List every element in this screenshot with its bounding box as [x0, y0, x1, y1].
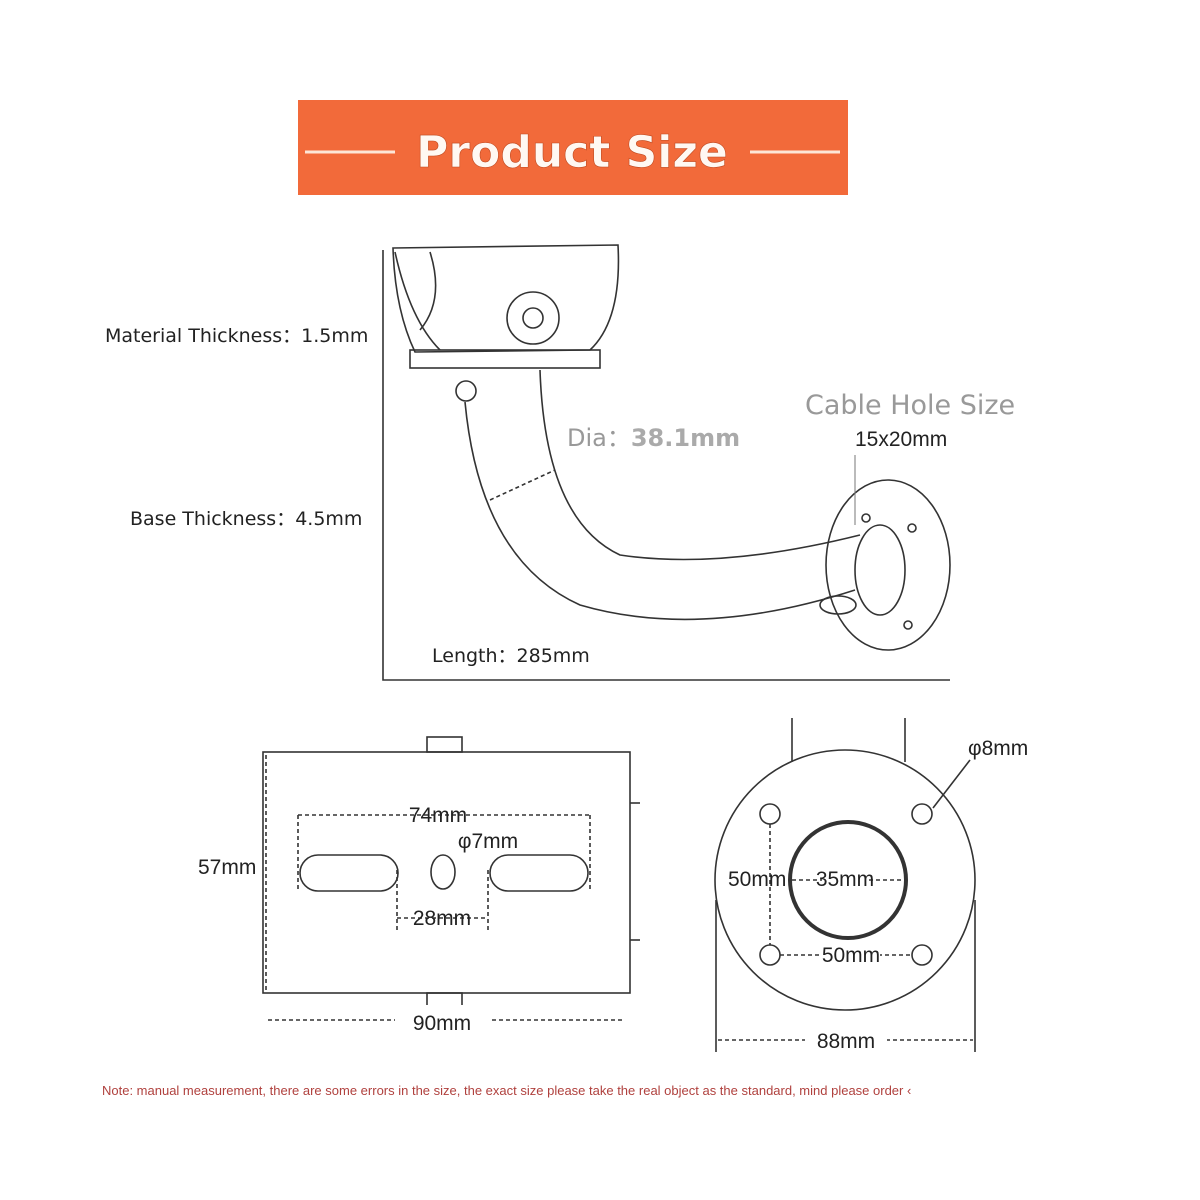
flange-collar [854, 524, 906, 616]
slot-gap-label: 28mm [413, 907, 471, 930]
mounting-slot-left [299, 854, 399, 892]
diameter-arrow [489, 469, 556, 501]
center-hole [430, 854, 456, 890]
flange-hole-icon [759, 944, 781, 966]
flange-hole-icon [903, 620, 913, 630]
screw-plate [506, 291, 560, 345]
hole-leader [932, 759, 971, 809]
head-base [409, 349, 601, 369]
arm-outer-curve [464, 401, 856, 621]
cable-hole-title: Cable Hole Size [805, 390, 1015, 421]
flange-hole-icon [861, 513, 871, 523]
flange-hole-icon [759, 803, 781, 825]
flange-diameter-label: 88mm [817, 1030, 875, 1053]
height-label: 57mm [198, 856, 256, 879]
flange-center-hole [788, 820, 908, 940]
vertical-spacing-label: 50mm [728, 868, 786, 891]
material-thickness-label: Material Thickness：1.5mm [105, 325, 368, 347]
camera-mount-head [392, 244, 620, 353]
width-label: 90mm [413, 1012, 471, 1035]
flange-hole-icon [911, 803, 933, 825]
base-plate-outline [262, 751, 631, 994]
cable-hole [819, 595, 857, 615]
base-thickness-label: Base Thickness：4.5mm [130, 508, 362, 530]
mounting-slot-right [489, 854, 589, 892]
base-plate-drawing: 74mm φ7mm 57mm 28mm 90mm [198, 736, 640, 1035]
hole-diameter-label: φ7mm [458, 830, 518, 853]
banner-background [298, 100, 848, 195]
screw-icon [522, 307, 544, 329]
flange-hole-icon [907, 523, 917, 533]
arm-inner-curve [539, 369, 861, 561]
flange-drawing: φ8mm 50mm 35mm 50mm 88mm [714, 718, 1028, 1053]
slot-span-label: 74mm [409, 804, 467, 827]
measurement-note: Note: manual measurement, there are some… [102, 1083, 911, 1098]
center-hole-label: 35mm [816, 868, 874, 891]
set-screw-icon [455, 380, 477, 402]
banner-title: Product Size [416, 127, 728, 178]
flange-outline [714, 749, 976, 1011]
wall-flange [825, 479, 951, 651]
cable-hole-value: 15x20mm [855, 428, 947, 451]
horizontal-spacing-label: 50mm [822, 944, 880, 967]
diameter-label-prefix: Dia： [567, 424, 631, 452]
flange-hole-diameter-label: φ8mm [968, 737, 1028, 760]
length-label: Length：285mm [432, 645, 590, 667]
flange-hole-icon [911, 944, 933, 966]
side-view-drawing: Material Thickness：1.5mm Base Thickness：… [105, 244, 1015, 681]
title-banner: Product Size [298, 100, 848, 195]
head-cutout [394, 251, 441, 351]
dimension-frame [382, 250, 950, 681]
diameter-label: Dia：38.1mm [567, 424, 740, 452]
diameter-value: 38.1mm [631, 424, 740, 452]
top-tab [426, 736, 463, 753]
